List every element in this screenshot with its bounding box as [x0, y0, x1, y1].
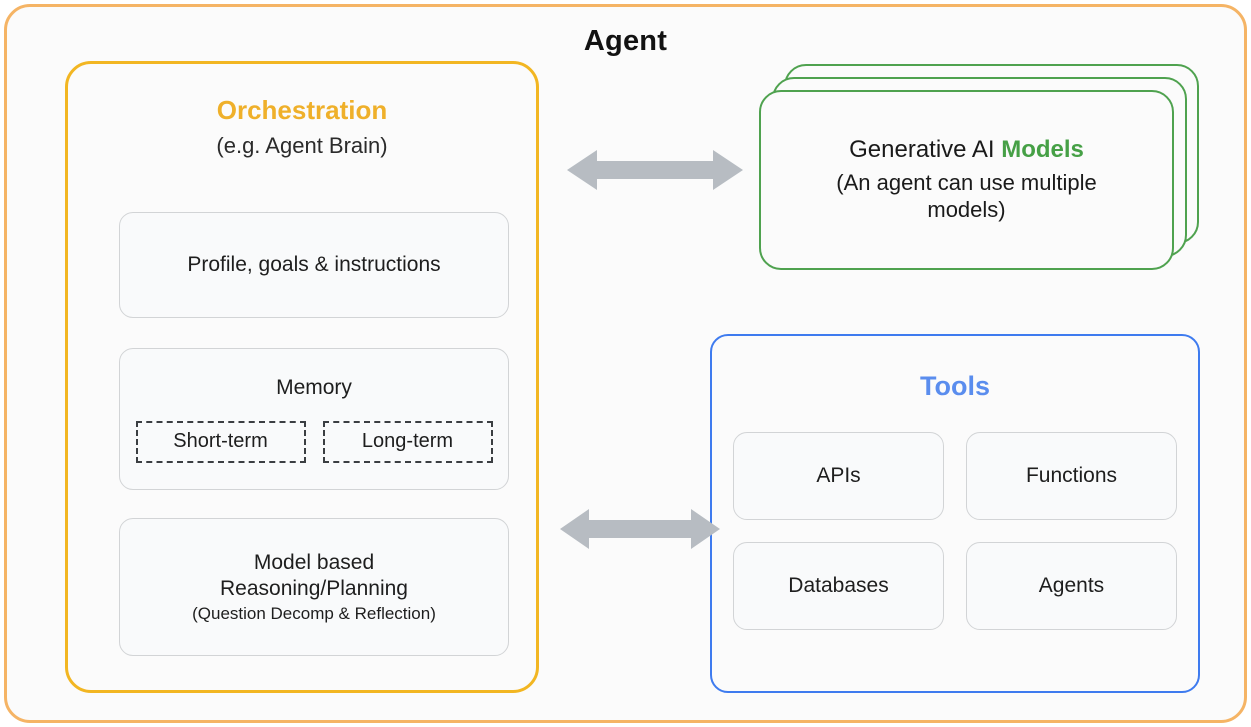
agent-outer-frame: Agent Orchestration (e.g. Agent Brain) P…: [4, 4, 1247, 723]
memory-chip-row: Short-term Long-term: [120, 420, 508, 463]
arrow-orchestration-to-tools-icon: [560, 509, 720, 549]
generative-ai-models-stack: Generative AI Models (An agent can use m…: [759, 64, 1199, 286]
orchestration-title: Orchestration: [216, 95, 388, 125]
orchestration-card-memory: Memory Short-term Long-term: [119, 348, 509, 490]
tools-grid: APIs Functions Databases Agents: [733, 432, 1177, 630]
orchestration-card-reasoning-line1: Model based: [253, 550, 375, 574]
memory-chip-short-term: Short-term: [135, 420, 306, 463]
models-note: (An agent can use multiple models): [802, 170, 1132, 224]
agent-title: Agent: [583, 25, 668, 57]
orchestration-subtitle: (e.g. Agent Brain): [216, 133, 388, 158]
models-note-line1: (An agent can use multiple: [836, 170, 1097, 196]
orchestration-card-reasoning-note: (Question Decomp & Reflection): [192, 604, 436, 624]
orchestration-card-reasoning: Model based Reasoning/Planning (Question…: [119, 518, 509, 656]
memory-chip-long-term: Long-term: [322, 420, 493, 463]
models-note-line2: models): [927, 197, 1006, 222]
orchestration-panel: Orchestration (e.g. Agent Brain) Profile…: [65, 61, 539, 693]
orchestration-card-profile-label: Profile, goals & instructions: [187, 253, 441, 277]
tool-card-agents: Agents: [966, 542, 1177, 630]
orchestration-card-profile: Profile, goals & instructions: [119, 212, 509, 318]
models-title-prefix: Generative AI: [849, 136, 1002, 164]
models-title-accent: Models: [1001, 136, 1084, 164]
tool-card-functions: Functions: [966, 432, 1177, 520]
orchestration-card-memory-label: Memory: [276, 376, 352, 400]
tools-panel: Tools APIs Functions Databases Agents: [710, 334, 1200, 693]
models-title: Generative AI Models: [849, 136, 1084, 164]
tool-card-databases: Databases: [733, 542, 944, 630]
tools-title: Tools: [920, 371, 990, 401]
orchestration-card-reasoning-line2: Reasoning/Planning: [220, 576, 408, 600]
model-card-front: Generative AI Models (An agent can use m…: [759, 90, 1174, 270]
tool-card-apis: APIs: [733, 432, 944, 520]
arrow-orchestration-to-models-icon: [567, 150, 743, 190]
